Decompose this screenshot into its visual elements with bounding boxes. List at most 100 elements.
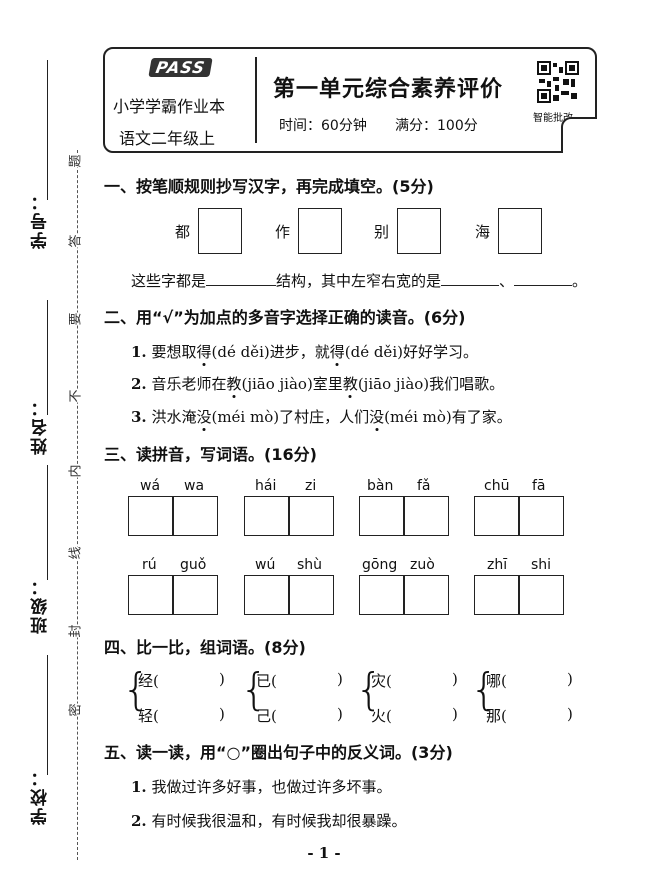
q2-item: 2. 音乐老师在教(jiāo jiào)室里教(jiāo jiào)我们唱歌。 [131,373,504,394]
pinyin: zuò [410,557,435,573]
q1-blank-structure[interactable] [206,285,277,286]
q1-char: 海 [475,223,491,241]
seal-char: 题 [68,154,85,168]
compare-close: ) [219,705,225,723]
compare-close: ) [219,670,225,688]
q2-item: 1. 要想取得(dé děi)进步，就得(dé děi)好好学习。 [131,341,478,362]
seal-char: 不 [68,389,85,403]
pinyin: fā [532,478,546,494]
pinyin: wá [140,478,161,494]
pinyin: guǒ [180,557,207,573]
word-write-box[interactable] [244,575,334,615]
school-label: 学校： [31,768,51,825]
compare-word: 哪( [486,672,507,690]
q2-pinyin-options[interactable]: (jiāo jiào)我们唱歌。 [357,375,505,393]
compare-word: 那( [486,707,507,725]
q1-fill-sep: 、 [499,272,515,290]
q1-write-box[interactable] [397,208,441,254]
pinyin: rú [142,557,157,573]
compare-word: 灾( [371,672,392,690]
word-write-box[interactable] [359,575,449,615]
pinyin: chū [484,478,510,494]
pass-logo: PASS [148,58,213,77]
compare-close: ) [337,705,343,723]
school-line [47,655,48,775]
page-number: - 1 - [307,844,341,862]
seal-char: 内 [68,464,85,478]
q2-number: 1. [131,343,147,361]
compare-brace: { [470,664,498,715]
q1-write-box[interactable] [198,208,242,254]
compare-word: 火( [371,707,392,725]
q1-write-box[interactable] [498,208,542,254]
grade-label: 语文二年级上 [119,129,216,148]
name-line [47,300,48,415]
q2-dotted-char: 教 [226,375,242,393]
q5-text[interactable]: 我做过许多好事，也做过许多坏事。 [151,778,392,796]
compare-word: 经( [138,672,159,690]
pinyin: wa [184,478,205,494]
pinyin: shi [531,557,552,573]
compare-close: ) [567,670,573,688]
word-write-box[interactable] [359,496,449,536]
q5-number: 1. [131,778,147,796]
compare-close: ) [452,705,458,723]
q1-blank-char-2[interactable] [514,285,573,286]
student-id-label: 学号： [31,192,51,249]
seal-dashed-line [77,150,78,860]
q5-sentence[interactable]: 1. 我做过许多好事，也做过许多坏事。 [131,776,391,797]
compare-brace: { [240,664,268,715]
word-write-box[interactable] [474,575,564,615]
word-write-box[interactable] [128,496,218,536]
q2-pinyin-options[interactable]: (jiāo jiào)室里 [241,375,343,393]
section-2-heading: 二、用“√”为加点的多音字选择正确的读音。(6分) [104,308,466,327]
q2-pinyin-options[interactable]: (méi mò)有了家。 [384,408,512,426]
header-card: PASS 小学学霸作业本 语文二年级上 第一单元综合素养评价 时间：60分钟 满… [103,47,597,153]
q2-dotted-char: 没 [196,408,212,426]
q5-number: 2. [131,812,147,830]
q2-pinyin-options[interactable]: (dé děi)好好学习。 [344,343,478,361]
name-label: 姓名： [31,398,51,455]
compare-close: ) [452,670,458,688]
q2-pinyin-options[interactable]: (dé děi)进步，就 [211,343,330,361]
q1-fill-a: 这些字都是 [131,272,207,290]
time-limit: 时间：60分钟 [279,118,367,134]
seal-char: 要 [68,312,85,326]
q2-dotted-char: 得 [329,343,345,361]
section-5-heading: 五、读一读，用“○”圈出句子中的反义词。(3分) [104,743,453,762]
q1-blank-char-1[interactable] [441,285,500,286]
section-3-heading: 三、读拼音，写词语。(16分) [104,445,317,464]
word-write-box[interactable] [474,496,564,536]
seal-char: 封 [68,624,85,638]
folded-corner [561,117,597,153]
full-score: 满分：100分 [395,118,478,134]
pinyin: zhī [487,557,508,573]
pinyin: fǎ [417,478,431,494]
qr-code-icon[interactable] [537,61,579,103]
q2-item: 3. 洪水淹没(méi mò)了村庄，人们没(méi mò)有了家。 [131,406,512,427]
q5-text[interactable]: 有时候我很温和，有时候我却很暴躁。 [151,812,407,830]
pinyin: wú [255,557,276,573]
seal-char: 答 [68,234,85,248]
qr-label: 智能批改 [533,113,573,124]
q2-pinyin-options[interactable]: (méi mò)了村庄，人们 [211,408,370,426]
q2-dotted-char: 教 [342,375,358,393]
q1-char: 作 [275,223,291,241]
q2-number: 2. [131,375,147,393]
brand-name: 小学学霸作业本 [113,97,226,116]
q5-sentence[interactable]: 2. 有时候我很温和，有时候我却很暴躁。 [131,810,406,831]
compare-brace: { [355,664,383,715]
compare-brace: { [122,664,150,715]
q2-number: 3. [131,408,147,426]
page-title: 第一单元综合素养评价 [273,77,504,102]
word-write-box[interactable] [128,575,218,615]
class-label: 班级： [31,577,51,634]
compare-word: 已( [256,672,277,690]
q1-write-box[interactable] [298,208,342,254]
q2-text: 音乐老师在 [151,375,227,393]
header-divider [255,57,257,143]
word-write-box[interactable] [244,496,334,536]
pinyin: shù [297,557,323,573]
pinyin: bàn [367,478,394,494]
q1-char: 都 [175,223,191,241]
